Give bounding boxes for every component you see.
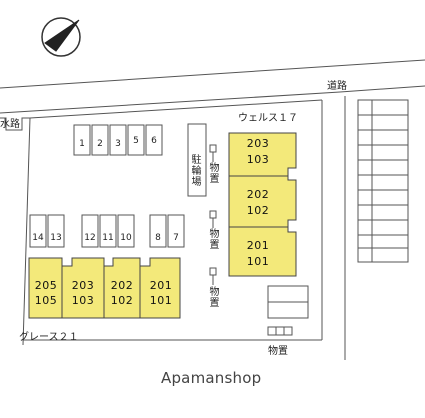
unit-lower: 102 (110, 294, 134, 307)
road-lower-edge-right (339, 85, 425, 93)
unit-lower: 105 (34, 294, 58, 307)
parking-space-number: 10 (120, 233, 132, 243)
parking-space-number: 5 (133, 136, 139, 146)
road-lower-edge (0, 91, 341, 114)
unit-upper: 205 (34, 279, 58, 292)
building-west-outline (28, 257, 181, 319)
parking-space-number: 7 (173, 233, 179, 243)
unit-lower: 103 (71, 294, 95, 307)
unit-upper: 203 (246, 137, 270, 150)
storage-label-3: 物置 (209, 287, 220, 309)
parking-space-number: 1 (79, 139, 85, 149)
bike-parking-label: 駐輪場 (191, 155, 202, 188)
building-east-outline (228, 132, 297, 277)
unit-upper: 203 (71, 279, 95, 292)
adjacent-building (357, 99, 409, 263)
unit-lower: 101 (149, 294, 173, 307)
unit-upper: 201 (149, 279, 173, 292)
parking-space-number: 6 (151, 136, 157, 146)
parking-mid-row (29, 214, 185, 248)
storage-markers (209, 144, 293, 336)
storage-label-2: 物置 (209, 229, 220, 251)
unit-upper: 201 (246, 239, 270, 252)
parking-top-row (73, 124, 163, 156)
parking-space-number: 2 (97, 139, 103, 149)
parking-space-number: 14 (32, 233, 44, 243)
unit-upper: 202 (110, 279, 134, 292)
parking-space-number: 11 (102, 233, 114, 243)
adjacent-building-rows (358, 100, 408, 262)
parking-space-number: 3 (115, 139, 121, 149)
storage-label-4: 物置 (268, 346, 288, 357)
lot-west-edge (22, 117, 31, 346)
lot-north-edge (29, 99, 323, 119)
unit-lower: 102 (246, 204, 270, 217)
unit-upper: 202 (246, 188, 270, 201)
storage-label-1: 物置 (209, 163, 220, 185)
parking-space-number: 13 (50, 233, 62, 243)
building-west-name: グレース２１ (19, 332, 79, 343)
parking-space-number: 8 (155, 233, 161, 243)
parking-space-number: 12 (84, 233, 96, 243)
road-label: 道路 (327, 81, 347, 92)
bike-parking (187, 123, 207, 197)
road-upper-edge (0, 59, 425, 89)
building-east-name: ウェルス１７ (238, 113, 298, 124)
watermark: Apamanshop (161, 369, 262, 387)
north-arrow-icon (41, 17, 81, 57)
unit-lower: 101 (246, 255, 270, 268)
waterway-marker (0, 117, 30, 131)
waterway-label: 水路 (0, 119, 20, 130)
unit-lower: 103 (246, 153, 270, 166)
